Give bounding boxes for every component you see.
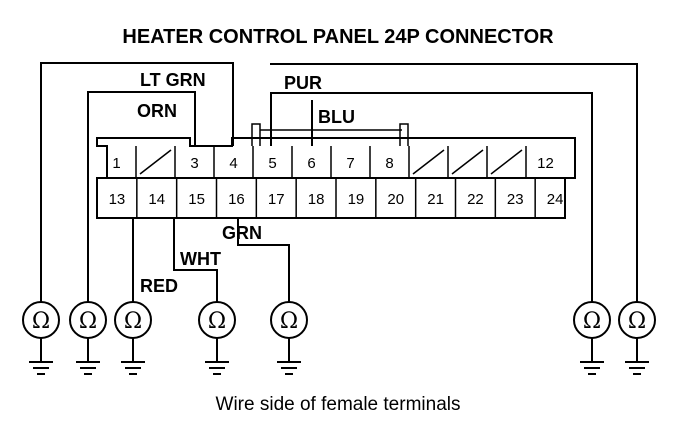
pin-24: 24 [547,191,564,208]
pin-17: 17 [268,191,285,208]
label-blu: BLU [318,107,355,127]
label-red: RED [140,276,178,296]
wire-grn [237,218,290,302]
diagram-title: HEATER CONTROL PANEL 24P CONNECTOR [122,26,554,48]
empty-cavity [139,149,172,175]
pin-15: 15 [188,191,205,208]
wire-wht [173,218,218,302]
ohm-symbol: Ω [124,309,142,334]
pin-16: 16 [228,191,245,208]
wire-pin-6 [270,63,638,302]
pin-21: 21 [427,191,444,208]
label-grn: GRN [222,223,262,243]
pin-1: 1 [112,155,120,172]
empty-cavity [490,149,523,175]
wire-pin-4 [40,62,234,302]
ohm-symbol: Ω [208,309,226,334]
pin-20: 20 [387,191,404,208]
ohm-symbol: Ω [628,309,646,334]
ohm-symbol: Ω [280,309,298,334]
diagram-caption: Wire side of female terminals [216,394,461,415]
connector-bottom-row: 13 14 15 16 17 18 19 20 21 22 23 24 [109,178,564,218]
label-pur: PUR [284,73,322,93]
pin-23: 23 [507,191,524,208]
wires [40,62,638,302]
pin-19: 19 [348,191,365,208]
pin-12: 12 [537,155,554,172]
ohm-symbol: Ω [79,309,97,334]
ohm-symbol: Ω [32,309,50,334]
wire-pur [270,92,593,302]
pin-6: 6 [307,155,315,172]
label-lt-grn: LT GRN [140,70,206,90]
empty-cavity [451,149,484,175]
pin-8: 8 [385,155,393,172]
pin-4: 4 [229,155,237,172]
pin-5: 5 [268,155,276,172]
pin-3: 3 [190,155,198,172]
pin-13: 13 [109,191,126,208]
empty-cavity [412,149,445,175]
pin-7: 7 [346,155,354,172]
connector-top-row: 1 3 4 5 6 7 8 12 [112,146,554,178]
label-orn: ORN [137,101,177,121]
pin-18: 18 [308,191,325,208]
label-wht: WHT [180,249,221,269]
wire-lt-grn [87,91,196,302]
ohm-symbol: Ω [583,309,601,334]
pin-14: 14 [148,191,165,208]
pin-22: 22 [467,191,484,208]
